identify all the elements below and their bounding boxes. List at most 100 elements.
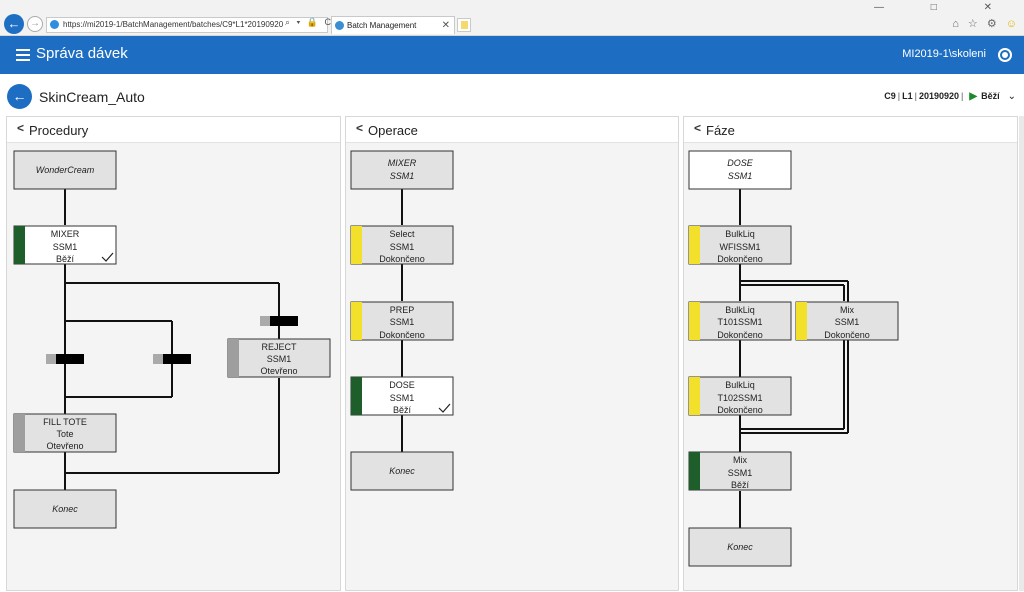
node-line: SSM1 (390, 393, 415, 403)
app-title: Správa dávek (36, 45, 128, 62)
node-konec[interactable]: Konec (13, 489, 117, 529)
node-line: BulkLiq (725, 229, 755, 239)
node-line: Dokončeno (379, 254, 425, 264)
node-mix-ssm1-done[interactable]: Mix SSM1 Dokončeno (795, 301, 899, 341)
status-bar-running (351, 377, 362, 415)
feedback-smiley-icon[interactable]: ☺ (1005, 18, 1020, 30)
node-line: Otevřeno (260, 366, 297, 376)
node-bulkliq-t102ssm1[interactable]: BulkLiq T102SSM1 Dokončeno (688, 376, 792, 416)
node-line: Dokončeno (717, 254, 763, 264)
node-line: BulkLiq (725, 305, 755, 315)
node-line: Mix (840, 305, 854, 315)
node-line: T101SSM1 (717, 317, 762, 327)
panel-header-faze: < Fáze (684, 117, 1017, 143)
transition-marker (153, 354, 163, 364)
node-select[interactable]: Select SSM1 Dokončeno (350, 225, 454, 265)
site-icon (50, 20, 59, 29)
node-line: SSM1 (53, 242, 78, 252)
node-line: Otevřeno (46, 441, 83, 451)
panel-operace: < Operace MIXER SSM1 Select SSM1 Dokonče… (345, 116, 679, 591)
panel-title: Procedury (29, 123, 89, 138)
operace-flowchart: MIXER SSM1 Select SSM1 Dokončeno PREP SS… (350, 150, 454, 491)
node-line: WonderCream (36, 165, 95, 175)
panel-faze: < Fáze DOSE SSM1 BulkLiq WFISSM1 (683, 116, 1018, 591)
node-line: Konec (389, 466, 415, 476)
status-bar-done (689, 302, 700, 340)
node-line: Dokončeno (379, 330, 425, 340)
batch-name: SkinCream_Auto (39, 89, 145, 105)
browser-back-icon[interactable]: ← (4, 14, 24, 34)
node-line: Běží (393, 405, 412, 415)
node-konec[interactable]: Konec (350, 451, 454, 491)
window-controls[interactable]: — □ ✕ (874, 2, 1014, 13)
chevron-down-icon[interactable]: ⌄ (1007, 91, 1016, 102)
faze-flowchart: DOSE SSM1 BulkLiq WFISSM1 Dokončeno Bulk… (688, 150, 899, 567)
node-line: Dokončeno (824, 330, 870, 340)
node-mix-ssm1-running[interactable]: Mix SSM1 Běží (688, 451, 792, 491)
node-line: Tote (56, 429, 73, 439)
panel-header-procedury: < Procedury (7, 117, 340, 143)
play-icon[interactable]: ▶ (969, 91, 978, 102)
transition-marker (270, 316, 298, 326)
browser-tab[interactable]: Batch Management ✕ (331, 16, 455, 34)
node-prep[interactable]: PREP SSM1 Dokončeno (350, 301, 454, 341)
node-line: PREP (390, 305, 415, 315)
browser-forward-icon[interactable]: → (27, 16, 43, 32)
node-filltote[interactable]: FILL TOTE Tote Otevřeno (13, 413, 117, 453)
address-actions[interactable]: ⌕ ▾ 🔒 C (285, 17, 334, 27)
node-wondercream[interactable]: WonderCream (13, 150, 117, 190)
node-konec[interactable]: Konec (688, 527, 792, 567)
procedury-flowchart: WonderCream MIXER SSM1 Běží REJECT SSM1 … (13, 150, 331, 529)
collapse-chevron-icon[interactable]: < (694, 121, 702, 135)
tab-title: Batch Management (347, 21, 417, 30)
node-mixer[interactable]: MIXER SSM1 (350, 150, 454, 190)
node-line: Konec (727, 542, 753, 552)
collapse-chevron-icon[interactable]: < (17, 121, 25, 135)
home-star-gear-icons[interactable]: ⌂ ☆ ⚙ (952, 18, 1000, 30)
collapse-chevron-icon[interactable]: < (356, 121, 364, 135)
node-bulkliq-wfissm1[interactable]: BulkLiq WFISSM1 Dokončeno (688, 225, 792, 265)
vertical-scrollbar[interactable] (1019, 116, 1024, 591)
node-bulkliq-t101ssm1[interactable]: BulkLiq T101SSM1 Dokončeno (688, 301, 792, 341)
new-tab-icon (461, 21, 468, 29)
back-arrow-button[interactable]: ← (7, 84, 32, 109)
transition-marker (56, 354, 84, 364)
status-bar-running (689, 452, 700, 490)
checkmark-icon (438, 403, 451, 413)
panel-title: Fáze (706, 123, 735, 138)
transition-markers (46, 316, 298, 364)
node-mixer[interactable]: MIXER SSM1 Běží (13, 225, 117, 265)
node-line: T102SSM1 (717, 393, 762, 403)
hamburger-menu-icon[interactable] (16, 49, 30, 61)
node-line: FILL TOTE (43, 417, 87, 427)
panel-header-operace: < Operace (346, 117, 678, 143)
node-dose[interactable]: DOSE SSM1 Běží (350, 376, 454, 416)
node-dose[interactable]: DOSE SSM1 (688, 150, 792, 190)
node-line: SSM1 (728, 468, 753, 478)
browser-toolbar-icons[interactable]: ⌂ ☆ ⚙ ☺ (952, 17, 1020, 30)
status-bar-done (351, 226, 362, 264)
status-bar-open (14, 414, 25, 452)
node-line: MIXER (51, 229, 80, 239)
panel-procedury: < Procedury WonderCream (6, 116, 341, 591)
status-bar-done (796, 302, 807, 340)
tab-close-icon[interactable]: ✕ (441, 20, 450, 31)
node-line: SSM1 (728, 171, 753, 181)
node-line: Select (389, 229, 415, 239)
new-tab-button[interactable] (457, 18, 471, 32)
node-reject[interactable]: REJECT SSM1 Otevřeno (227, 338, 331, 378)
user-account-icon[interactable] (998, 48, 1012, 62)
browser-chrome: ← → https://mi2019-1/BatchManagement/bat… (0, 0, 1024, 36)
transition-marker (260, 316, 270, 326)
status-bar-open (228, 339, 239, 377)
status-bar-running (14, 226, 25, 264)
node-line: WFISSM1 (719, 242, 760, 252)
node-line: Dokončeno (717, 405, 763, 415)
batch-header: ← SkinCream_Auto C9|L1|20190920|▶Běží⌄ (0, 78, 1024, 116)
status-bar-done (689, 377, 700, 415)
node-line: BulkLiq (725, 380, 755, 390)
address-bar[interactable]: https://mi2019-1/BatchManagement/batches… (46, 17, 328, 33)
address-url: https://mi2019-1/BatchManagement/batches… (63, 20, 284, 29)
user-name[interactable]: MI2019-1\skoleni (902, 48, 986, 60)
node-line: SSM1 (835, 317, 860, 327)
